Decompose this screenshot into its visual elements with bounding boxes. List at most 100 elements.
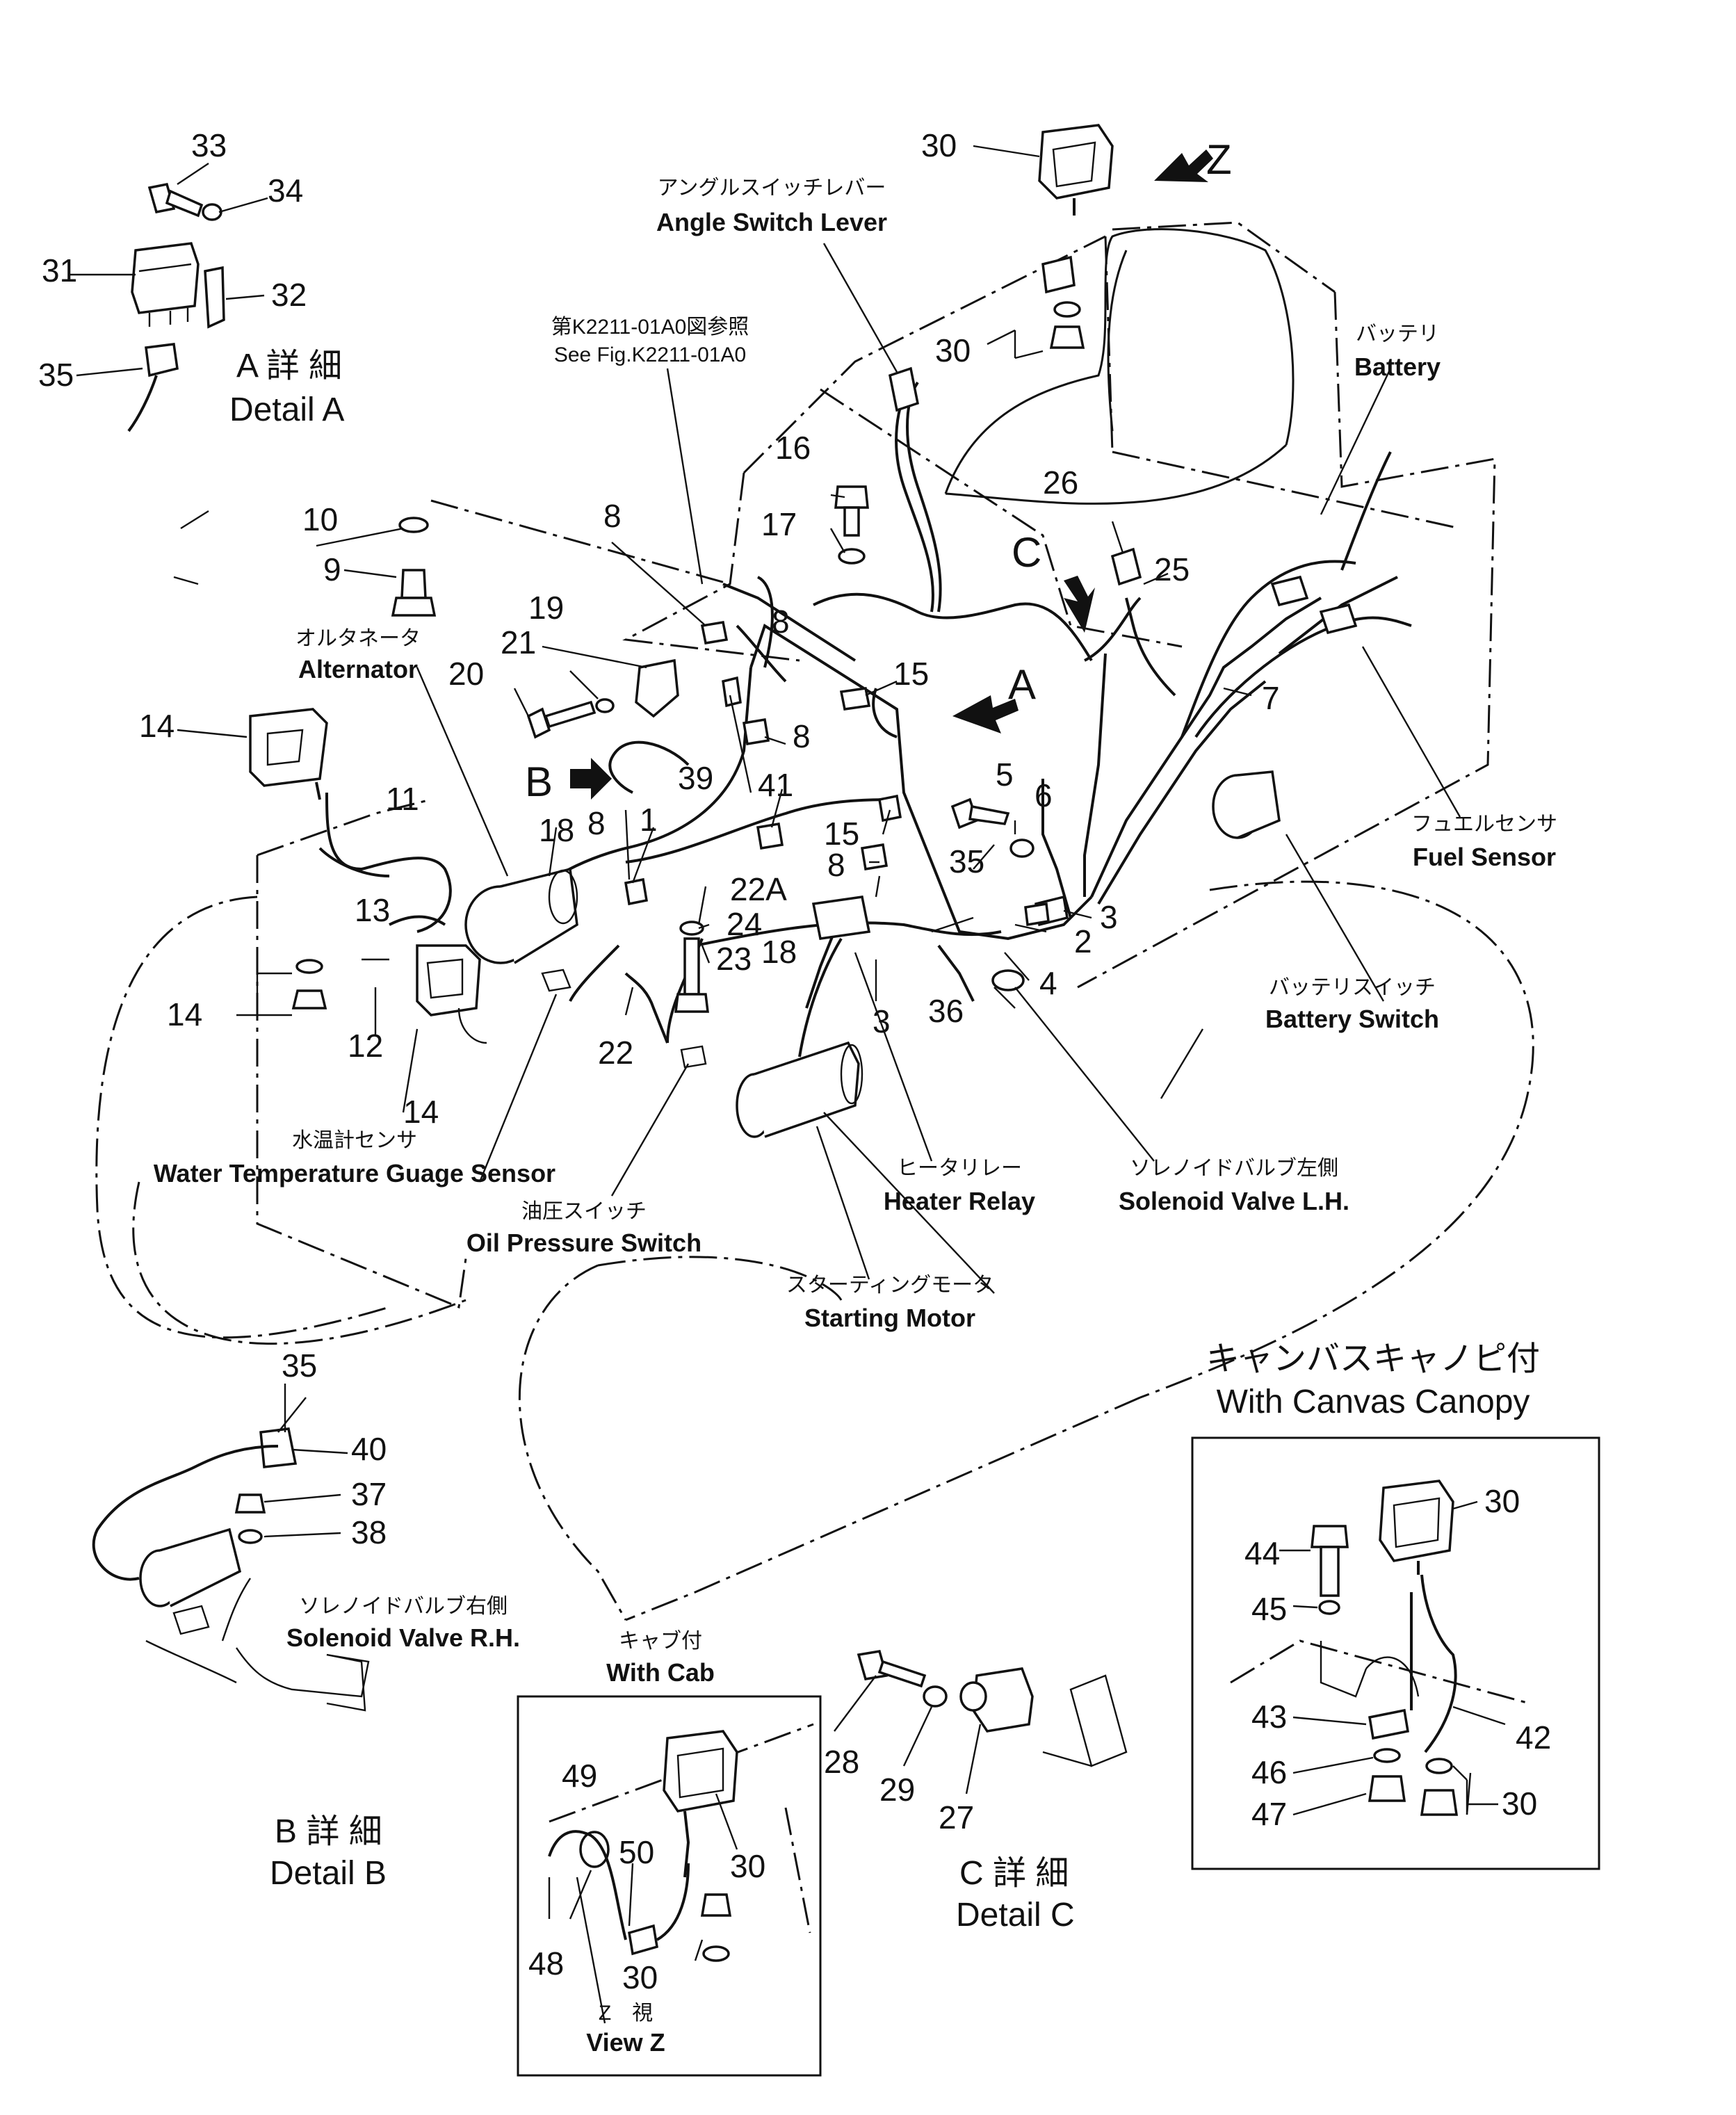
view-arrows (570, 149, 1213, 800)
detail-c (857, 1650, 1128, 1767)
washer-38-icon (238, 1529, 263, 1544)
detail-c-jp: C 詳 細 (959, 1855, 1069, 1892)
solenoid-valve-rh-icon (139, 1528, 242, 1635)
callout-3: 3 (873, 1003, 891, 1039)
washer-30-icon (1425, 1758, 1453, 1774)
oil-pressure-switch-icon (680, 1045, 707, 1069)
bolt-9-icon (391, 569, 437, 617)
callout-10: 10 (302, 501, 338, 537)
detail-a-en: Detail A (229, 391, 344, 428)
grommet-49-icon (579, 1831, 610, 1868)
fuel-sensor-en: Fuel Sensor (1413, 843, 1556, 871)
starting-motor-icon (736, 1041, 863, 1138)
detail-titles: A 詳 細 Detail A B 詳 細 Detail B C 詳 細 Deta… (229, 348, 1075, 1934)
callout-6: 6 (1035, 777, 1053, 813)
canvas-canopy-jp: キャンバスキャノピ付 (1206, 1340, 1540, 1377)
callout-9: 9 (323, 551, 341, 588)
callout-14: 14 (403, 1094, 439, 1130)
nut-30-cab-icon (700, 1893, 732, 1917)
callout-30: 30 (921, 127, 957, 163)
battery-connector-icon (1270, 575, 1309, 607)
washer-21-icon (595, 698, 615, 713)
lamp-bracket-icon (1041, 255, 1076, 294)
clamp-15b-icon (877, 794, 902, 822)
solenoid-lh-icon (991, 969, 1025, 991)
callout-19: 19 (528, 590, 564, 626)
callout-29: 29 (879, 1772, 915, 1808)
solenoid-lh-en: Solenoid Valve L.H. (1119, 1187, 1349, 1215)
callout-33: 33 (191, 127, 227, 163)
callout-8: 8 (587, 805, 606, 841)
washer-46-icon (1373, 1748, 1401, 1763)
callout-22A: 22A (730, 871, 787, 907)
arrow-a-icon (952, 695, 1019, 734)
callout-15: 15 (893, 656, 929, 692)
callout-22: 22 (598, 1035, 633, 1071)
detail-a (127, 182, 225, 432)
letter-b: B (525, 759, 553, 805)
washer-17-icon (838, 548, 866, 565)
callout-18: 18 (761, 934, 797, 970)
view-z-jp: Z 視 (599, 2002, 653, 2025)
callout-8: 8 (793, 718, 811, 754)
solenoid-rh-jp: ソレノイドバルブ右側 (299, 1595, 508, 1618)
connector-39-icon (722, 676, 742, 708)
alternator-en: Alternator (298, 655, 418, 683)
callout-38: 38 (351, 1514, 387, 1550)
callout-30: 30 (730, 1848, 765, 1884)
battery-switch-jp: バッテリスイッチ (1269, 976, 1436, 999)
canvas-canopy-panel (1191, 1436, 1600, 1870)
washer-34-icon (202, 203, 222, 221)
work-lamp-left-icon (249, 708, 328, 800)
bolt-23-icon (674, 937, 709, 1013)
clamp-15-icon (839, 687, 871, 711)
letter-z: Z (1206, 136, 1232, 183)
detail-a-jp: A 詳 細 (236, 348, 342, 384)
battery-en: Battery (1354, 352, 1441, 381)
callout-49: 49 (562, 1758, 597, 1794)
callout-26: 26 (1043, 464, 1078, 501)
heater-relay-en: Heater Relay (884, 1187, 1035, 1215)
work-lamp-lower-icon (416, 944, 487, 1044)
arrow-z-icon (1154, 149, 1213, 182)
callout-32: 32 (271, 277, 307, 313)
callout-30: 30 (1502, 1785, 1537, 1822)
angle-switch-plug-icon (888, 366, 920, 412)
oil-pressure-jp: 油圧スイッチ (521, 1200, 647, 1223)
solenoid-rh-en: Solenoid Valve R.H. (286, 1623, 520, 1652)
callout-50: 50 (619, 1834, 654, 1870)
callout-34: 34 (268, 172, 303, 209)
callout-42: 42 (1516, 1719, 1551, 1756)
letter-c: C (1012, 529, 1041, 576)
with-cab-en: With Cab (606, 1658, 715, 1687)
connector-50-icon (628, 1924, 658, 1956)
clamp-8c-icon (624, 877, 649, 906)
callout-24: 24 (727, 906, 762, 942)
top-lamp-icon (1038, 124, 1114, 216)
lamp-washer-icon (1053, 301, 1081, 318)
callout-21: 21 (501, 624, 536, 661)
relay-26-icon (1110, 547, 1142, 586)
bolt-16-icon (834, 485, 869, 537)
leader-lines (70, 145, 1506, 2024)
clamp-8d-icon (860, 843, 889, 871)
callout-25: 25 (1154, 551, 1190, 588)
water-temp-jp: 水温計センサ (292, 1129, 417, 1152)
alternator-icon (464, 867, 578, 964)
callout-8: 8 (772, 603, 790, 640)
cab-lamp-icon (663, 1730, 738, 1878)
heater-relay-jp: ヒータリレー (897, 1157, 1022, 1180)
clamp-8a-icon (700, 620, 729, 645)
callout-36: 36 (928, 993, 964, 1029)
relay-27-icon (959, 1667, 1034, 1733)
callout-3: 3 (1100, 899, 1118, 935)
fuel-sensor-icon (1212, 770, 1281, 839)
nut-30-icon (1420, 1789, 1459, 1816)
washer-30-cab-icon (702, 1945, 730, 1962)
callout-14: 14 (167, 996, 202, 1032)
callout-17: 17 (761, 506, 797, 542)
view-letters: Z C A B (525, 136, 1232, 805)
washer-6-icon (1009, 838, 1035, 858)
nut-37-icon (234, 1493, 266, 1514)
callout-31: 31 (42, 252, 77, 289)
